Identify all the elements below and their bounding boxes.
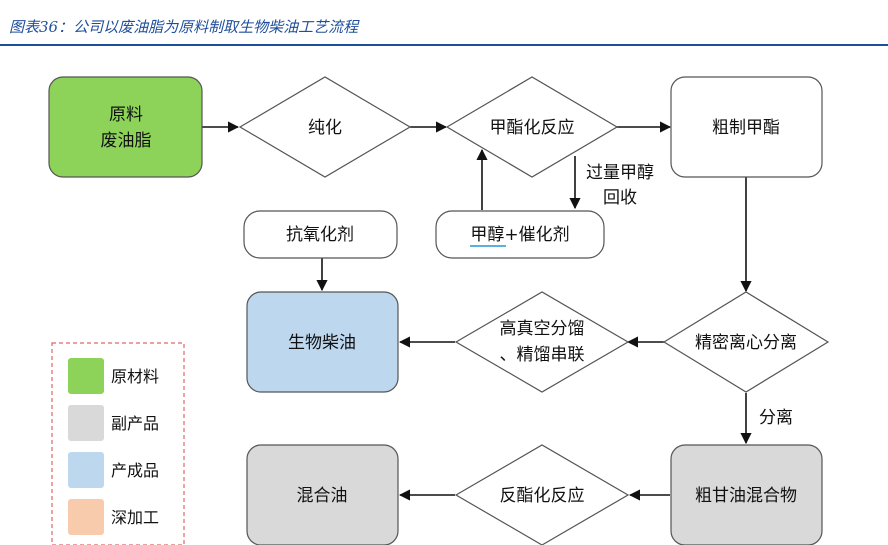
- label-transesterify: 反酯化反应: [500, 486, 585, 506]
- legend-swatch-by-product: [68, 405, 104, 441]
- label-distill-2: 、精馏串联: [500, 345, 585, 365]
- node-mixed-oil: [246, 444, 399, 545]
- legend-frame: [51, 342, 185, 545]
- label-methanol-catalyst: 甲醇+催化剂: [470, 225, 569, 245]
- node-raw-material: [48, 76, 203, 178]
- label-excess-methanol-1: 过量甲醇: [586, 163, 654, 183]
- legend-label-product: 产成品: [111, 461, 159, 480]
- node-biodiesel: [246, 291, 399, 393]
- label-antioxidant: 抗氧化剂: [286, 225, 354, 245]
- label-crude-ester: 粗制甲酯: [712, 118, 780, 138]
- label-separate: 分离: [759, 408, 793, 428]
- node-antioxidant: [243, 210, 398, 259]
- caption-rule: [0, 44, 888, 46]
- legend-label-deep-processing: 深加工: [111, 508, 159, 527]
- label-precision-sep: 精密离心分离: [695, 333, 797, 353]
- node-high-vacuum-distillation: [454, 291, 630, 393]
- node-crude-methyl-ester: [670, 76, 823, 178]
- legend-swatch-product: [68, 452, 104, 488]
- legend-label-by-product: 副产品: [111, 414, 159, 433]
- node-precision-centrifugal-separation: [662, 291, 830, 393]
- node-purification: [238, 76, 412, 178]
- figure-caption: 图表36：公司以废油脂为原料制取生物柴油工艺流程: [9, 18, 359, 36]
- label-mixed-oil: 混合油: [297, 486, 348, 506]
- flow-edges: [202, 121, 752, 501]
- legend-label-raw-material: 原材料: [111, 367, 159, 386]
- label-distill-1: 高真空分馏: [500, 319, 585, 339]
- label-purify: 纯化: [308, 118, 342, 138]
- legend: 原材料 副产品 产成品 深加工: [51, 342, 185, 545]
- label-excess-methanol-2: 回收: [603, 188, 637, 208]
- label-esterify: 甲酯化反应: [490, 118, 575, 138]
- label-raw-1: 原料: [109, 105, 143, 125]
- legend-swatch-deep-processing: [68, 499, 104, 535]
- label-crude-glycerol: 粗甘油混合物: [695, 486, 797, 506]
- node-crude-glycerol-mixture: [670, 444, 823, 545]
- label-raw-2: 废油脂: [101, 131, 152, 151]
- legend-swatch-raw-material: [68, 358, 104, 394]
- node-esterification: [445, 76, 619, 178]
- label-biodiesel: 生物柴油: [288, 333, 356, 353]
- node-transesterification: [454, 444, 630, 545]
